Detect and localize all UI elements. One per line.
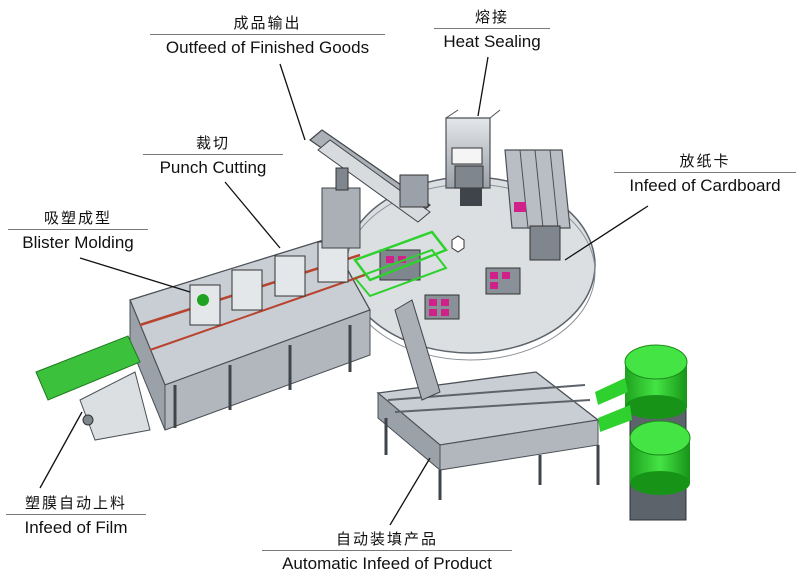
callout-rule (434, 28, 550, 29)
callout-outfeed-cn: 成品输出 (233, 14, 302, 32)
leader-blister (79, 257, 191, 293)
bowl-feeder-lower (629, 420, 691, 495)
blister-molding-line (129, 237, 371, 431)
film-infeed-tray (35, 335, 151, 441)
callout-blister-cn: 吸塑成型 (43, 209, 112, 227)
molding-tooling (189, 241, 349, 326)
outfeed-conveyor (309, 129, 431, 223)
turntable-center-hub (451, 235, 465, 253)
callout-rule (6, 514, 146, 515)
callout-rule (262, 550, 512, 551)
product-infeed-unit (376, 299, 600, 500)
leader-cardboard (564, 205, 649, 261)
bowl-feeder-upper (624, 344, 688, 419)
vibratory-bowl-feeders (595, 344, 691, 521)
callout-film-cn: 塑膜自动上料 (24, 494, 127, 512)
callout-cardboard-cn: 放纸卡 (679, 152, 731, 170)
callout-film: 塑膜自动上料 Infeed of Film (6, 494, 146, 538)
heat-sealing-station (445, 109, 501, 206)
film-transfer-frame (352, 230, 449, 298)
callout-product-cn: 自动装填产品 (335, 530, 438, 548)
callout-punch-cutting: 裁切 Punch Cutting (143, 134, 283, 178)
punch-cutting-press (321, 167, 361, 249)
callout-rule (614, 172, 796, 173)
callout-product: 自动装填产品 Automatic Infeed of Product (262, 530, 512, 574)
callout-rule (150, 34, 385, 35)
leader-lines (39, 56, 649, 526)
callout-cardboard-en: Infeed of Cardboard (629, 176, 781, 195)
leader-heat-sealing (477, 56, 489, 117)
callout-outfeed: 成品输出 Outfeed of Finished Goods (150, 14, 385, 58)
callout-heat-sealing-cn: 熔接 (474, 8, 509, 26)
turntable-product-trays (379, 249, 521, 320)
leader-outfeed (279, 63, 306, 141)
callout-blister-en: Blister Molding (22, 233, 134, 252)
callout-cardboard: 放纸卡 Infeed of Cardboard (614, 152, 796, 196)
callout-product-en: Automatic Infeed of Product (282, 554, 492, 573)
callout-rule (8, 229, 148, 230)
leader-punch-cutting (224, 181, 281, 249)
cardboard-infeed-magazine (504, 149, 571, 261)
leader-product (389, 457, 431, 526)
callout-outfeed-en: Outfeed of Finished Goods (165, 38, 370, 57)
callout-heat-sealing-en: Heat Sealing (443, 32, 541, 51)
machine-legs (173, 325, 352, 428)
callout-punch-cutting-en: Punch Cutting (159, 158, 267, 177)
callout-blister: 吸塑成型 Blister Molding (8, 209, 148, 253)
callout-film-en: Infeed of Film (24, 518, 128, 537)
callout-punch-cutting-cn: 裁切 (195, 134, 230, 152)
leader-film (39, 411, 83, 489)
callout-rule (143, 154, 283, 155)
callout-heat-sealing: 熔接 Heat Sealing (434, 8, 550, 52)
